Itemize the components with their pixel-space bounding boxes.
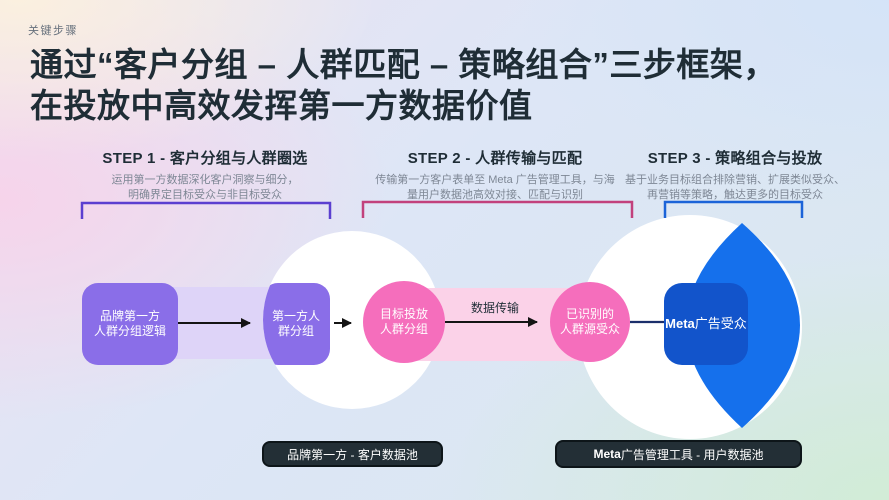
brand-logic-line2: 人群分组逻辑 — [93, 324, 166, 338]
step-1-title: STEP 1 - 客户分组与人群圈选 — [102, 150, 308, 167]
step-2-desc-line1: 传输第一方客户表单至 Meta 广告管理工具，与海 — [375, 174, 615, 186]
page-title-line1: 通过“客户分组 – 人群匹配 – 策略组合”三步框架， — [30, 46, 777, 83]
step-3-header-block: STEP 3 - 策略组合与投放 基于业务目标组合排除营销、扩展类似受众、 再营… — [603, 147, 867, 202]
step-3-desc-line2: 再营销等策略，触达更多的目标受众 — [647, 188, 823, 201]
meta-user-data-pool-pill: Meta 广告管理工具 - 用户数据池 — [555, 440, 802, 468]
target-segment-node-label: 目标投放 人群分组 — [363, 281, 445, 363]
step-2-header-block: STEP 2 - 人群传输与匹配 传输第一方客户表单至 Meta 广告管理工具，… — [352, 147, 638, 202]
customer-data-pool-pill: 品牌第一方 - 客户数据池 — [262, 441, 443, 467]
data-transfer-label: 数据传输 — [470, 301, 519, 315]
step-1-desc-line1: 运用第一方数据深化客户洞察与细分， — [111, 174, 299, 186]
eyebrow-label: 关键步骤 — [28, 25, 78, 37]
step-2-desc-line2: 量用户数据池高效对接、匹配与识别 — [407, 188, 583, 201]
identified-audience-node-label: 已识别的 人群源受众 — [549, 282, 631, 362]
brand-logic-line1: 品牌第一方 — [99, 308, 160, 323]
target-segment-line1: 目标投放 — [379, 306, 428, 321]
page-title-line2: 在投放中高效发挥第一方数据价值 — [30, 87, 533, 124]
identified-audience-line1: 已识别的 — [565, 306, 614, 321]
meta-brand-text: Meta — [665, 316, 695, 332]
meta-ad-audience-node-shape — [664, 283, 748, 365]
step-1-bracket — [80, 201, 332, 219]
page-title: 通过“客户分组 – 人群匹配 – 策略组合”三步框架， 在投放中高效发挥第一方数… — [30, 44, 777, 126]
first-party-segment-node-shape — [263, 283, 330, 365]
meta-audience-text: 广告受众 — [694, 316, 747, 332]
step-2-title: STEP 2 - 人群传输与匹配 — [407, 150, 583, 167]
step-3-title: STEP 3 - 策略组合与投放 — [647, 150, 823, 167]
meta-pill-rest-text: 广告管理工具 - 用户数据池 — [620, 447, 764, 462]
first-party-line2: 群分组 — [277, 324, 314, 338]
step-1-header-block: STEP 1 - 客户分组与人群圈选 运用第一方数据深化客户洞察与细分， 明确界… — [68, 147, 342, 202]
meta-ad-audience-node-label: Meta广告受众 — [664, 283, 748, 365]
meta-pill-brand-text: Meta — [593, 447, 621, 461]
brand-logic-node-shape — [82, 283, 178, 365]
brand-logic-node-label: 品牌第一方 人群分组逻辑 — [82, 283, 178, 365]
step-2-bracket — [361, 200, 634, 218]
target-segment-node-shape — [363, 281, 445, 363]
identified-audience-node-shape — [550, 282, 630, 362]
first-party-line1: 第一方人 — [271, 308, 320, 323]
step-3-desc-line1: 基于业务目标组合排除营销、扩展类似受众、 — [625, 174, 845, 186]
step-1-desc-line2: 明确界定目标受众与非目标受众 — [128, 188, 282, 201]
target-segment-line2: 人群分组 — [379, 322, 428, 336]
customer-data-pool-pill-label: 品牌第一方 - 客户数据池 — [287, 447, 418, 462]
first-party-segment-node-label: 第一方人 群分组 — [262, 283, 330, 365]
step-3-bracket — [663, 200, 804, 218]
identified-audience-line2: 人群源受众 — [559, 322, 620, 336]
